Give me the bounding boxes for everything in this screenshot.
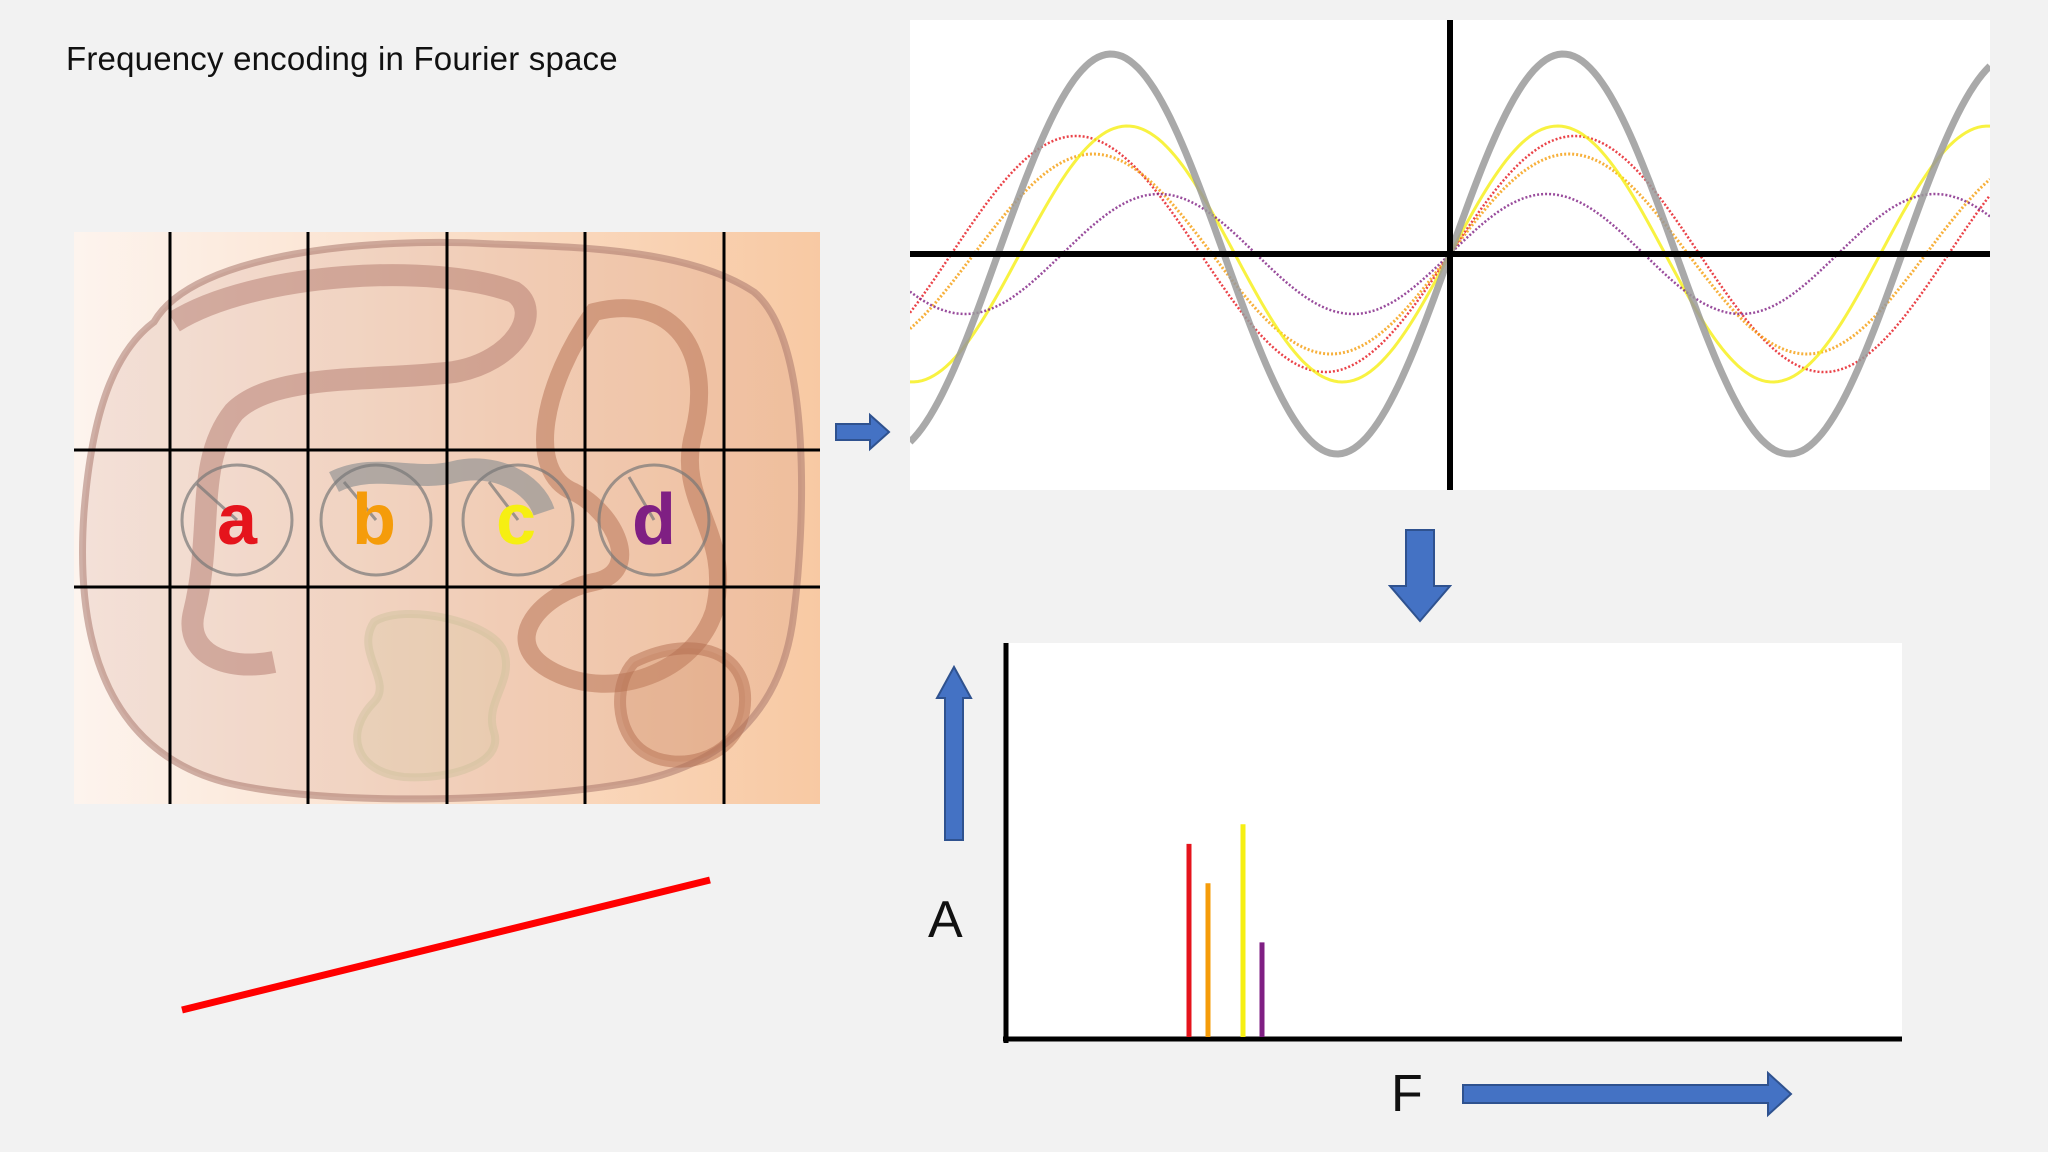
voxel-label-b: b [352,480,396,560]
signal-waveforms-panel [910,20,1990,490]
voxel-c-spin-vector [487,481,520,521]
body-outline [79,238,806,803]
voxel-a-circle [180,463,294,577]
voxel-label-a: a [217,480,258,560]
voxel-label-d: d [632,480,676,560]
arrow-up-icon [935,664,973,841]
bowel-loop-right [517,299,728,693]
voxel-c-circle [461,463,575,577]
page-title: Frequency encoding in Fourier space [66,40,618,77]
voxel-d-circle [597,463,711,577]
vessel-band [329,458,555,517]
voxel-d-spin-vector [627,476,656,521]
voxel-a-spin-vector [195,482,239,522]
voxel-label-c: c [496,480,536,560]
spine-shape [353,610,510,782]
voxel-b-circle [319,463,433,577]
anatomy-slice-image: a b c d [74,232,820,804]
encoding-grid [74,232,820,804]
spectrum-panel [1003,643,1902,1043]
voxel-b-spin-vector [342,481,378,521]
arrow-down-icon [1388,529,1452,623]
frequency-axis-label: F [1391,1065,1423,1123]
bowel-loop-left [168,264,537,676]
arrow-right-icon [835,412,891,452]
frequency-gradient-line [181,876,711,1014]
arrow-right-long-icon [1462,1070,1793,1118]
kidney-shape [614,642,752,768]
amplitude-axis-label: A [928,891,963,949]
